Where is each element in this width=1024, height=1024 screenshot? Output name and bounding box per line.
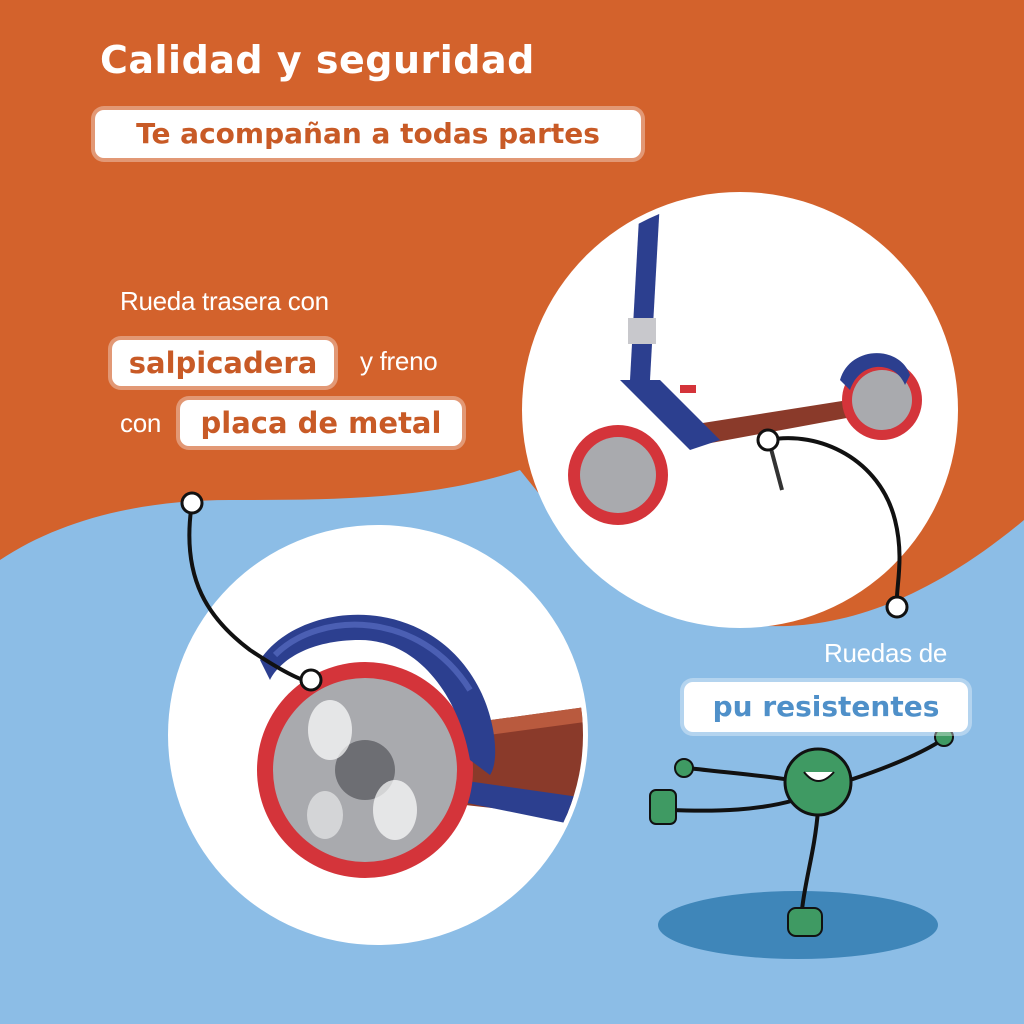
with-caption: con bbox=[120, 408, 162, 438]
fender-highlight-badge: salpicadera bbox=[112, 340, 334, 386]
mascot-left-leg bbox=[669, 798, 796, 813]
connector-dot bbox=[885, 595, 909, 619]
connector-dot bbox=[756, 428, 780, 452]
mascot-left-shoe bbox=[649, 789, 677, 825]
wheel-spoke-gap bbox=[373, 780, 417, 840]
pu-wheels-badge: pu resistentes bbox=[684, 682, 968, 732]
metal-plate-badge: placa de metal bbox=[180, 400, 462, 446]
fender-highlight bbox=[272, 621, 473, 692]
rear-fender-small bbox=[840, 353, 910, 390]
mascot-right-leg bbox=[800, 809, 820, 911]
connector-wheels bbox=[767, 436, 902, 608]
wheel-spoke-gap bbox=[307, 791, 343, 839]
brake-lever bbox=[680, 385, 696, 393]
scooter-product-photo bbox=[522, 192, 958, 628]
scooter-deck bbox=[690, 395, 890, 445]
brake-caption: y freno bbox=[360, 346, 438, 376]
main-title: Calidad y seguridad bbox=[100, 38, 535, 82]
stem-clamp bbox=[628, 318, 656, 344]
mascot-smile bbox=[803, 771, 835, 782]
kickstand bbox=[768, 444, 784, 491]
rear-wheel-center bbox=[335, 740, 395, 800]
scooter-neck bbox=[620, 380, 720, 450]
wheel-spoke-gap bbox=[308, 700, 352, 760]
front-wheel-hub bbox=[580, 437, 656, 513]
connector-fender bbox=[187, 502, 311, 684]
rear-wheel-caption: Rueda trasera con bbox=[120, 286, 329, 316]
mascot-body bbox=[783, 747, 853, 817]
mascot-right-shoe bbox=[787, 907, 823, 937]
rear-wheel-detail-photo bbox=[168, 525, 588, 945]
mascot-wheel-character bbox=[649, 727, 954, 959]
connector-dot bbox=[180, 491, 204, 515]
wheels-caption: Ruedas de bbox=[824, 638, 948, 668]
mascot-left-arm bbox=[687, 766, 791, 782]
rear-wheel-hub-small bbox=[852, 370, 912, 430]
connector-dot bbox=[299, 668, 323, 692]
mascot-left-hand bbox=[674, 758, 694, 778]
subtitle-badge: Te acompañan a todas partes bbox=[95, 110, 641, 158]
